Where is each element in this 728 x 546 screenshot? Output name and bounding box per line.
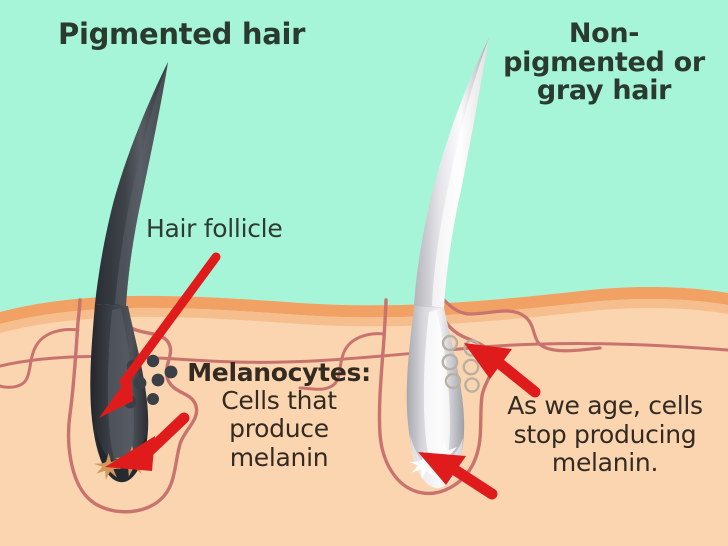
hair-shaft-highlight-right: [432, 38, 489, 308]
arrow-to-white-stars: [418, 452, 498, 500]
arrow-to-empty-cells: [464, 343, 541, 398]
skin-layer: [0, 286, 728, 546]
skin-dermis: [0, 286, 728, 546]
follicle-sheath-outline-left: [66, 298, 199, 514]
label-melanocytes: Melanocytes: Cells that produce melanin: [182, 358, 376, 472]
title-pigmented-hair: Pigmented hair: [58, 17, 306, 51]
skin-epidermis-edge: [0, 286, 728, 324]
label-aging-note: As we age, cells stop producing melanin.: [507, 391, 703, 477]
skin-subepidermis-band: [0, 298, 728, 333]
hair-shaft-highlight-left: [115, 62, 168, 306]
annotation-arrows: [99, 252, 541, 500]
title-non-pigmented-hair: Non-pigmented or gray hair: [503, 18, 705, 107]
follicle-capillary-right-top: [438, 294, 602, 353]
arrow-to-melanocytes: [105, 412, 190, 471]
hair-bulb-highlight-right: [423, 310, 450, 475]
follicle-capillary-right-left: [298, 332, 386, 391]
arrow-to-follicle: [99, 252, 221, 418]
follicle-capillary-left: [0, 328, 80, 389]
label-hair-follicle: Hair follicle: [146, 214, 283, 243]
gray-follicle-group: [298, 38, 602, 495]
label-melanocytes-heading: Melanocytes:: [187, 358, 371, 387]
label-melanocytes-body: Cells that produce melanin: [221, 385, 337, 472]
